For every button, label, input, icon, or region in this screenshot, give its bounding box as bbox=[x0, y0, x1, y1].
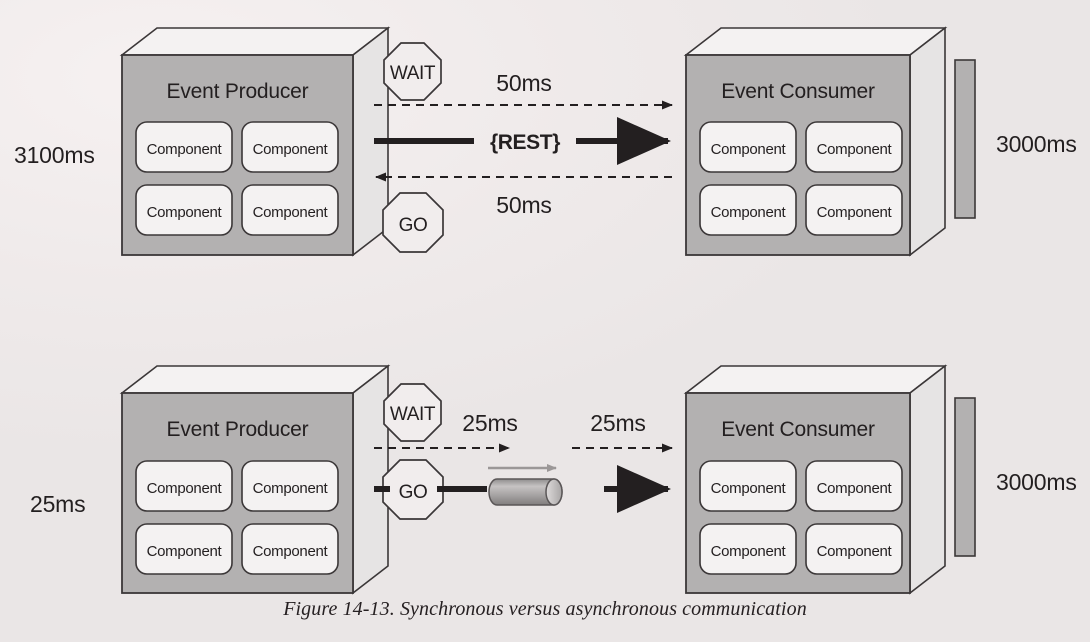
row-synchronous: 3100ms Event Producer Component Componen… bbox=[14, 26, 1077, 257]
component-label: Component bbox=[147, 543, 223, 560]
octagon-shape bbox=[383, 383, 442, 442]
box-top-face bbox=[119, 365, 391, 394]
sync-event-producer-box[interactable]: Event Producer Component Component Compo… bbox=[119, 26, 391, 257]
component-label: Component bbox=[711, 543, 787, 560]
cylinder-cap bbox=[545, 478, 563, 506]
component-card[interactable] bbox=[699, 184, 797, 236]
octagon-shape bbox=[382, 192, 444, 253]
box-side-face bbox=[909, 26, 946, 257]
box-top-face bbox=[683, 365, 948, 394]
sync-right-timing-label: 3000ms bbox=[996, 131, 1077, 157]
component-card[interactable] bbox=[241, 523, 339, 575]
async-event-consumer-box[interactable]: Event Consumer Component Component Compo… bbox=[683, 364, 948, 595]
sync-consumer-components: Component Component Component Component bbox=[699, 121, 903, 236]
component-label: Component bbox=[817, 480, 893, 497]
sync-producer-components: Component Component Component Component bbox=[135, 121, 339, 236]
sync-response-latency-label: 50ms bbox=[496, 192, 551, 218]
async-right-timing-label: 3000ms bbox=[996, 469, 1077, 495]
async-consumer-latency-label: 25ms bbox=[590, 410, 645, 436]
row-asynchronous: 25ms Event Producer Component Component … bbox=[30, 364, 1077, 595]
async-duration-bar bbox=[954, 397, 976, 557]
component-card[interactable] bbox=[135, 184, 233, 236]
component-card[interactable] bbox=[135, 121, 233, 173]
sync-duration-bar bbox=[954, 59, 976, 219]
go-octagon-label: GO bbox=[399, 482, 428, 503]
figure-caption: Figure 14-13. Synchronous versus asynchr… bbox=[283, 598, 807, 620]
sync-wait-octagon[interactable]: WAIT bbox=[383, 42, 442, 101]
component-label: Component bbox=[147, 204, 223, 221]
component-card[interactable] bbox=[241, 460, 339, 512]
async-message-queue-cylinder[interactable] bbox=[488, 478, 563, 506]
async-event-producer-box[interactable]: Event Producer Component Component Compo… bbox=[119, 364, 391, 595]
box-top-face bbox=[119, 27, 391, 56]
component-label: Component bbox=[147, 141, 223, 158]
async-go-octagon[interactable]: GO bbox=[382, 459, 444, 520]
sync-left-timing-label: 3100ms bbox=[14, 142, 95, 168]
component-card[interactable] bbox=[805, 460, 903, 512]
component-label: Component bbox=[253, 141, 329, 158]
async-producer-title: Event Producer bbox=[167, 418, 309, 441]
component-card[interactable] bbox=[135, 460, 233, 512]
async-producer-latency-label: 25ms bbox=[462, 410, 517, 436]
sync-consumer-title: Event Consumer bbox=[721, 80, 875, 103]
component-label: Component bbox=[253, 204, 329, 221]
component-card[interactable] bbox=[241, 184, 339, 236]
wait-octagon-label: WAIT bbox=[390, 404, 436, 425]
component-card[interactable] bbox=[699, 460, 797, 512]
wait-octagon-label: WAIT bbox=[390, 63, 436, 84]
sync-go-octagon[interactable]: GO bbox=[382, 192, 444, 253]
component-label: Component bbox=[711, 141, 787, 158]
async-wait-octagon[interactable]: WAIT bbox=[383, 383, 442, 442]
component-card[interactable] bbox=[805, 523, 903, 575]
component-card[interactable] bbox=[699, 121, 797, 173]
component-card[interactable] bbox=[135, 523, 233, 575]
async-producer-components: Component Component Component Component bbox=[135, 460, 339, 575]
sync-request-latency-label: 50ms bbox=[496, 70, 551, 96]
async-consumer-title: Event Consumer bbox=[721, 418, 875, 441]
component-label: Component bbox=[711, 480, 787, 497]
octagon-shape bbox=[382, 459, 444, 520]
box-top-face bbox=[683, 27, 948, 56]
component-label: Component bbox=[147, 480, 223, 497]
go-octagon-label: GO bbox=[399, 215, 428, 236]
component-label: Component bbox=[817, 543, 893, 560]
sync-event-consumer-box[interactable]: Event Consumer Component Component Compo… bbox=[683, 26, 948, 257]
sync-protocol-label: {REST} bbox=[490, 131, 560, 154]
octagon-shape bbox=[383, 42, 442, 101]
component-card[interactable] bbox=[805, 121, 903, 173]
component-label: Component bbox=[253, 543, 329, 560]
component-label: Component bbox=[253, 480, 329, 497]
component-card[interactable] bbox=[241, 121, 339, 173]
async-consumer-components: Component Component Component Component bbox=[699, 460, 903, 575]
component-card[interactable] bbox=[805, 184, 903, 236]
box-side-face bbox=[909, 364, 946, 595]
component-label: Component bbox=[817, 141, 893, 158]
sync-producer-title: Event Producer bbox=[167, 80, 309, 103]
component-label: Component bbox=[711, 204, 787, 221]
async-left-timing-label: 25ms bbox=[30, 491, 85, 517]
component-label: Component bbox=[817, 204, 893, 221]
component-card[interactable] bbox=[699, 523, 797, 575]
